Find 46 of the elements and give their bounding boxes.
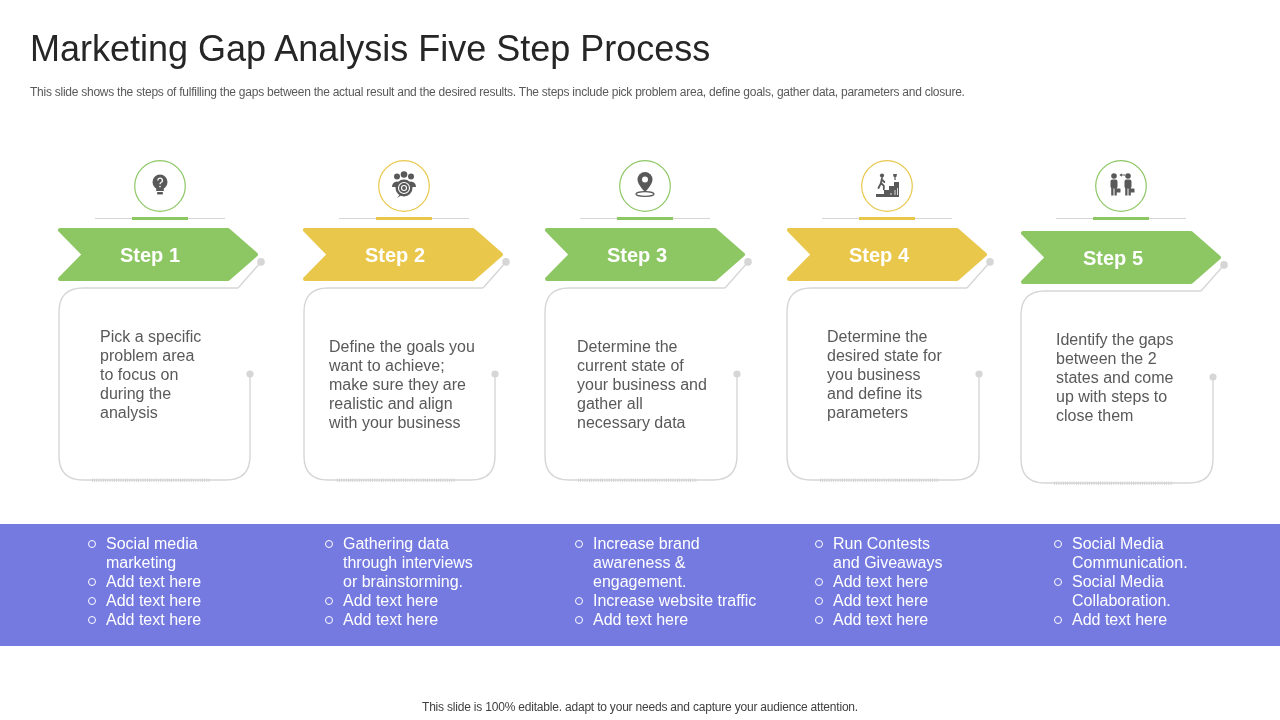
bullet-text: Add text here	[106, 610, 202, 629]
step-label: Step 5	[1083, 245, 1143, 270]
step-banner	[1021, 231, 1221, 284]
slide-subtitle: This slide shows the steps of fulfilling the gaps between the actual result and the desired results. The steps include pick problem area, define goals, gather data, parameters and closure.	[30, 85, 965, 100]
step-description: Determine the current state of your business and gather all necessary data	[577, 337, 708, 432]
step-label: Step 4	[849, 242, 909, 267]
bullet-text: Increase brand awareness & engagement.	[593, 534, 701, 591]
bullet-text: Social media marketing	[106, 534, 199, 572]
step-banner	[545, 228, 745, 281]
connector-line	[724, 258, 752, 289]
bullet-text: Run Contests and Giveaways	[833, 534, 944, 572]
step-banner	[787, 228, 987, 281]
bullet-text: Add text here	[833, 572, 929, 591]
step-description: Pick a specific problem area to focus on during the analysis	[100, 327, 203, 422]
step-banner	[303, 228, 503, 281]
step-card	[786, 287, 983, 482]
connector-line	[237, 258, 265, 289]
bullet-text: Add text here	[1072, 610, 1168, 629]
bullet-text: Increase website traffic	[593, 591, 757, 610]
bullet-text: Add text here	[343, 591, 439, 610]
step-label: Step 1	[120, 242, 180, 267]
step-card	[1020, 290, 1217, 485]
slide-title: Marketing Gap Analysis Five Step Process	[30, 27, 711, 71]
step-card	[58, 287, 254, 482]
bullet-text: Add text here	[833, 610, 929, 629]
step-label: Step 2	[365, 242, 425, 267]
bullet-text: Add text here	[833, 591, 929, 610]
connector-line	[482, 258, 510, 289]
step-card	[303, 287, 499, 482]
bullet-text: Social Media Communication.	[1072, 534, 1189, 572]
step-banner	[58, 228, 258, 281]
step-description: Determine the desired state for you business and define its parameters	[827, 327, 943, 422]
footer-note: This slide is 100% editable. adapt to your needs and capture your audience attention.	[422, 700, 858, 715]
bullet-text: Add text here	[106, 591, 202, 610]
step-description: Define the goals you want to achieve; make sure they are realistic and align with your business	[329, 337, 476, 432]
bullet-band	[0, 524, 1280, 646]
step-label: Step 3	[607, 242, 667, 267]
bullet-text: Social Media Collaboration.	[1072, 572, 1172, 610]
step-card	[544, 287, 741, 482]
bullet-text: Add text here	[343, 610, 439, 629]
connector-line	[966, 258, 994, 289]
bullet-text: Add text here	[106, 572, 202, 591]
step-description: Identify the gaps between the 2 states and come up with steps to close them	[1056, 330, 1175, 425]
bullet-text: Gathering data through interviews or brainstorming.	[343, 534, 474, 591]
connector-line	[1200, 261, 1228, 292]
bullet-text: Add text here	[593, 610, 689, 629]
